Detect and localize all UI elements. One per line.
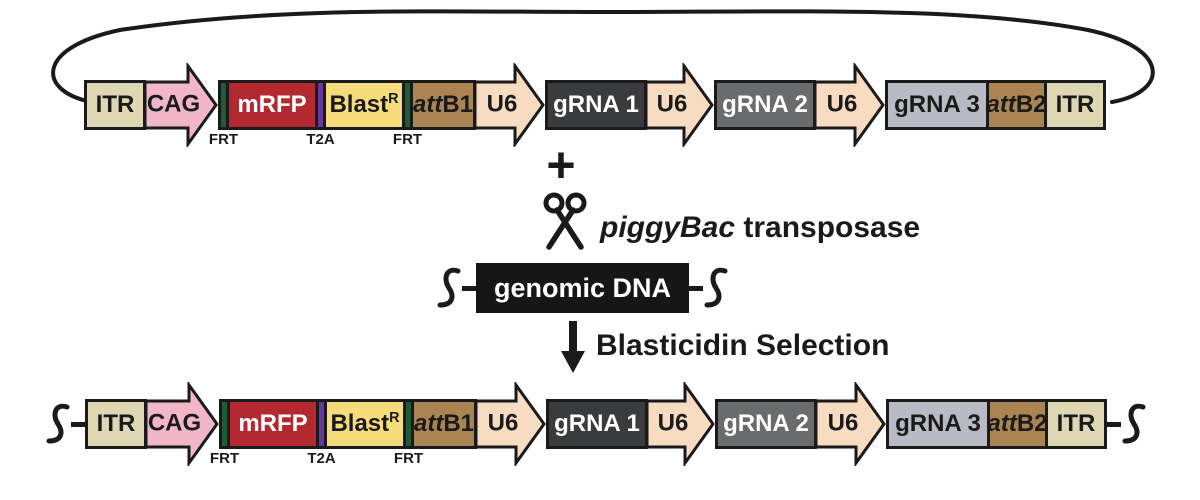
segment-blast-r: BlastR [323,80,405,130]
segment-label-grna-2: gRNA 2 [722,91,808,118]
below-label-frt-2: FRT [393,450,424,467]
down-arrow-icon [561,321,585,373]
segment-grna-2: gRNA 2 [714,80,816,130]
selection-label: Blasticidin Selection [596,329,890,362]
segment-label-attb1: attB1 [412,91,474,118]
below-label-t2a: T2A [306,131,335,148]
segment-label-u6-1: U6 [486,90,518,118]
segment-label-mrfp: mRFP [238,410,308,437]
segment-label-mrfp: mRFP [237,91,307,118]
segment-u6-1: U6 [474,382,546,466]
genomic-dna-group: genomic DNA [436,262,729,314]
segment-label-itr-left: ITR [96,410,136,437]
segment-label-u6-3: U6 [827,409,859,437]
genomic-dna-box: genomic DNA [476,263,690,313]
segment-mrfp: mRFP [226,80,318,130]
below-label-frt-1: FRT [209,450,240,467]
scissors-icon [543,192,587,250]
segment-label-grna-1: gRNA 1 [554,410,640,437]
segment-label-attb2: attB2 [987,410,1048,437]
segment-blast-r: BlastR [324,399,406,449]
segment-cag-promoter: CAG [143,63,218,147]
segment-itr-right: ITR [1045,399,1107,449]
segment-grna-3: gRNA 3 [885,80,989,130]
segment-u6-3: U6 [813,63,885,147]
segment-label-u6-2: U6 [657,409,689,437]
transposase-rest: transposase [735,211,921,244]
segment-itr-left: ITR [84,80,146,130]
segment-mrfp: mRFP [227,399,319,449]
segment-label-attb1: attB1 [413,410,475,437]
segment-u6-2: U6 [645,382,715,466]
below-label-frt-1: FRT [208,131,239,148]
segment-label-grna-3: gRNA 3 [894,91,980,118]
transposase-name: piggyBac [600,211,736,244]
integrated-construct-row: ITR CAG FRT mRFP T2A BlastR FRT attB1 U6 gRNA 1 U6… [45,382,1147,467]
segment-label-u6-1: U6 [487,409,519,437]
genomic-dna-squiggle-icon [437,267,461,308]
segment-label-itr-right: ITR [1056,410,1096,437]
segment-label-cag-promoter: CAG [147,409,202,437]
segment-attb1: attB1 [411,399,477,449]
segment-attb2: attB2 [987,399,1048,449]
segment-attb2: attB2 [986,80,1047,130]
segment-label-cag-promoter: CAG [146,90,201,118]
segment-itr-left: ITR [85,399,147,449]
segment-grna-1: gRNA 1 [545,80,647,130]
segment-cag-promoter: CAG [144,382,219,466]
segment-itr-right: ITR [1044,80,1106,130]
segment-attb1: attB1 [410,80,476,130]
plasmid-construct-row: ITR CAG FRT mRFP T2A BlastR FRT attB1 U6 gRNA 1 U6… [84,63,1106,148]
genomic-dna-connector-line [71,421,85,427]
segment-label-itr-left: ITR [95,91,135,118]
below-label-t2a: T2A [307,450,336,467]
segment-label-itr-right: ITR [1055,91,1095,118]
segment-label-u6-3: U6 [826,90,858,118]
segment-label-grna-1: gRNA 1 [553,91,639,118]
genomic-dna-squiggle-icon [704,267,728,308]
segment-label-grna-2: gRNA 2 [723,410,809,437]
segment-label-attb2: attB2 [986,91,1047,118]
segment-grna-1: gRNA 1 [546,399,648,449]
segment-grna-3: gRNA 3 [886,399,990,449]
genomic-dna-connector-line [1107,421,1121,427]
transposase-label: piggyBac transposase [600,211,920,245]
plasmid-backbone-arc [51,9,1155,104]
segment-label-u6-2: U6 [656,90,688,118]
genomic-dna-connector-line [462,285,476,291]
genomic-dna-connector-line [689,285,704,291]
segment-u6-1: U6 [473,63,545,147]
below-label-frt-2: FRT [392,131,423,148]
segment-label-grna-3: gRNA 3 [895,410,981,437]
segment-label-blast-r: BlastR [329,91,399,118]
segment-label-blast-r: BlastR [330,410,400,437]
segment-grna-2: gRNA 2 [715,399,817,449]
plus-sign: + [546,137,576,193]
segment-u6-3: U6 [814,382,886,466]
genomic-dna-squiggle-icon [46,403,70,444]
segment-u6-2: U6 [644,63,714,147]
genomic-dna-squiggle-icon [1122,403,1146,444]
